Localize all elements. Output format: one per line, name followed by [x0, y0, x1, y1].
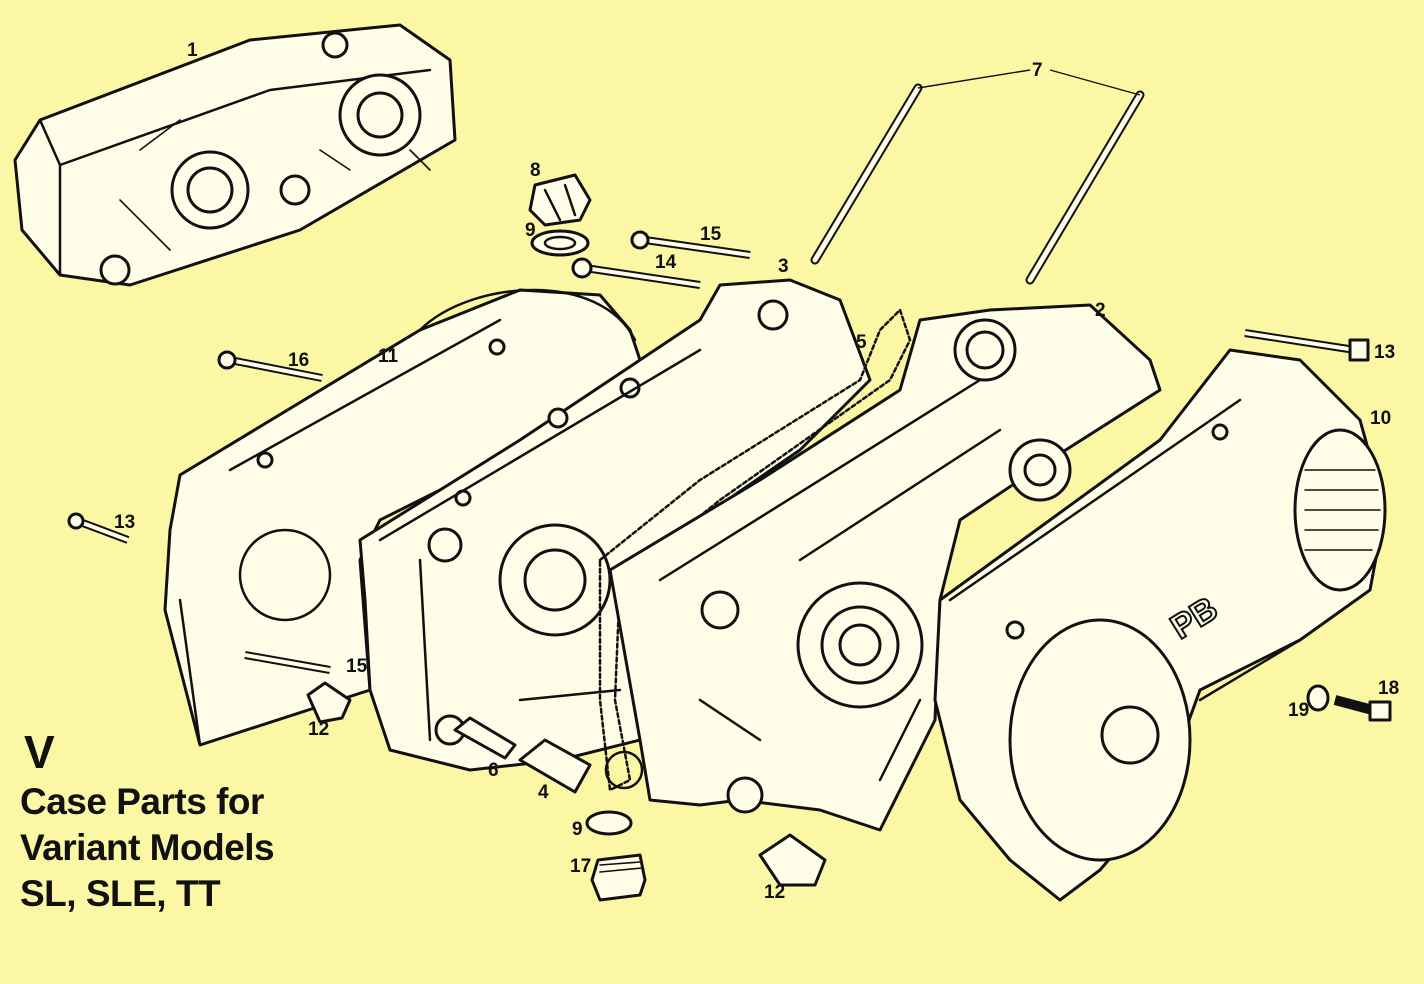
bolt-15-top	[630, 230, 751, 259]
dowel-12-left	[306, 681, 352, 724]
part-label-9-top: 9	[525, 220, 536, 241]
bolt-18	[1333, 695, 1392, 722]
part-label-4: 4	[538, 782, 549, 803]
caption-line-3: SL, SLE, TT	[20, 873, 221, 914]
part-label-8: 8	[530, 160, 541, 181]
part-label-5: 5	[856, 332, 867, 353]
caption-line-1: Case Parts for	[20, 781, 264, 822]
sleeve-4	[518, 738, 592, 794]
part-label-19: 19	[1288, 700, 1309, 721]
part-label-18: 18	[1378, 678, 1399, 699]
part-label-15-top: 15	[700, 224, 722, 245]
leader-7	[917, 69, 1141, 96]
sleeve-6	[453, 716, 517, 760]
part-label-11: 11	[378, 346, 399, 367]
right-cover-10: PB	[933, 348, 1387, 902]
bolt-13-left	[67, 512, 130, 544]
washer-9-top	[530, 229, 590, 257]
part-label-12-bottom: 12	[764, 882, 785, 903]
part-label-6: 6	[488, 760, 499, 781]
case-half-3	[358, 278, 872, 772]
part-label-17: 17	[570, 856, 591, 877]
gasket-5	[598, 308, 912, 792]
part-label-2: 2	[1095, 300, 1106, 321]
bolt-15-bottom	[244, 651, 331, 674]
part-label-15-bottom: 15	[346, 656, 368, 677]
diagram-caption: V Case Parts for Variant Models SL, SLE,…	[20, 725, 275, 917]
studs-7	[810, 83, 1145, 285]
bolt-14	[571, 257, 701, 289]
part-label-3: 3	[778, 256, 789, 277]
part-label-1: 1	[187, 40, 198, 61]
bolt-13-right	[1244, 329, 1370, 362]
caption-line-2: Variant Models	[20, 827, 275, 868]
small-case-1	[13, 23, 457, 287]
part-label-13-left: 13	[114, 512, 135, 533]
part-label-13-right: 13	[1374, 342, 1395, 363]
part-label-9-bottom: 9	[572, 819, 583, 840]
part-label-12-left: 12	[308, 719, 329, 740]
part-label-10: 10	[1370, 408, 1391, 429]
washer-9-bottom	[585, 810, 633, 836]
washer-19	[1306, 684, 1330, 712]
part-label-16: 16	[288, 350, 309, 371]
plug-17	[590, 853, 647, 902]
case-half-2	[608, 303, 1162, 832]
bolt-16	[217, 350, 323, 382]
plug-8	[528, 173, 592, 227]
section-letter: V	[24, 726, 55, 778]
part-label-7: 7	[1032, 60, 1043, 81]
part-label-14: 14	[655, 252, 677, 273]
dowel-12-bottom	[758, 833, 827, 887]
left-cover-11	[163, 288, 642, 747]
